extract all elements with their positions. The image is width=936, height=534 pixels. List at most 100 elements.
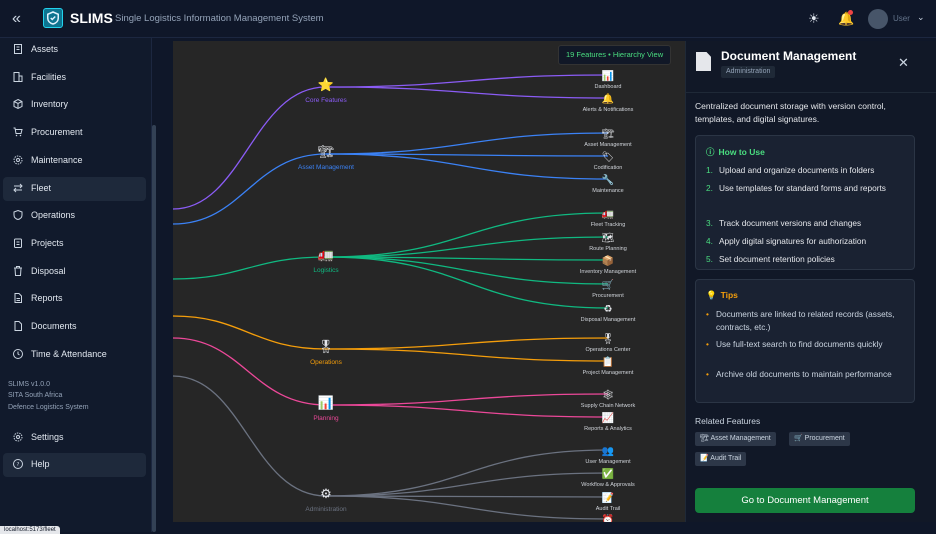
leaf-node-label[interactable]: Project Management xyxy=(583,370,634,376)
theme-toggle-icon[interactable]: ☀ xyxy=(808,11,820,26)
group-node-label[interactable]: Planning xyxy=(313,415,339,422)
leaf-node-icon[interactable]: ♻ xyxy=(604,304,613,315)
leaf-node-icon[interactable]: 📦 xyxy=(602,254,614,267)
panel-title: Document Management xyxy=(721,49,857,63)
group-node-label[interactable]: Operations xyxy=(310,359,343,366)
leaf-node-icon[interactable]: ✅ xyxy=(602,467,614,480)
clipboard-icon xyxy=(12,237,24,249)
related-chip-procurement[interactable]: 🛒 Procurement xyxy=(789,432,850,446)
group-node-label[interactable]: Administration xyxy=(305,506,347,513)
group-node-icon[interactable]: ⭐ xyxy=(318,77,334,93)
clock-icon xyxy=(12,348,24,360)
sidebar-item-assets[interactable]: Assets xyxy=(3,38,146,62)
leaf-node-label[interactable]: Reports & Analytics xyxy=(584,426,632,432)
sidebar-item-settings[interactable]: Settings xyxy=(3,426,146,450)
sidebar-item-procurement[interactable]: Procurement xyxy=(3,121,146,145)
group-node-icon[interactable]: 📊 xyxy=(318,395,334,411)
group-node-label[interactable]: Core Features xyxy=(305,97,347,104)
leaf-node-label[interactable]: Fleet Tracking xyxy=(591,222,626,228)
leaf-node-icon[interactable]: 🗺 xyxy=(602,232,615,244)
feature-description: Centralized document storage with versio… xyxy=(695,101,886,124)
leaf-node-label[interactable]: User Management xyxy=(585,459,631,465)
leaf-node-label[interactable]: Inventory Management xyxy=(580,269,637,275)
related-chip-asset-management[interactable]: 🏗 Asset Management xyxy=(695,432,776,446)
leaf-node-label[interactable]: Audit Trail xyxy=(596,506,620,512)
version-line: SITA South Africa xyxy=(8,392,63,399)
group-node-label[interactable]: Asset Management xyxy=(298,164,354,171)
group-node-icon[interactable]: 🏗 xyxy=(318,144,335,160)
sidebar-item-maintenance[interactable]: Maintenance xyxy=(3,149,146,173)
app-subtitle: Single Logistics Information Management … xyxy=(115,13,324,24)
sidebar-item-label: Operations xyxy=(31,210,76,221)
leaf-node-label[interactable]: Disposal Management xyxy=(581,317,636,323)
sidebar-item-facilities[interactable]: Facilities xyxy=(3,66,146,90)
leaf-node-icon[interactable]: 🎖 xyxy=(602,333,615,345)
leaf-node-icon[interactable]: 🔔 xyxy=(602,93,614,105)
sidebar-item-operations[interactable]: Operations xyxy=(3,204,146,228)
help-icon: ? xyxy=(12,458,24,470)
bullet: • xyxy=(706,369,709,379)
box-icon xyxy=(12,98,24,110)
leaf-node-icon[interactable]: 👥 xyxy=(602,446,614,457)
sidebar-item-time-attendance[interactable]: Time & Attendance xyxy=(3,343,146,367)
collapse-sidebar-icon[interactable]: « xyxy=(12,10,21,27)
leaf-link xyxy=(325,256,609,261)
leaf-node-label[interactable]: Workflow & Approvals xyxy=(581,482,635,488)
tips-heading: 💡Tips xyxy=(706,290,738,300)
leaf-node-label[interactable]: Codification xyxy=(594,165,623,171)
app-title: SLIMS xyxy=(70,10,113,26)
leaf-node-icon[interactable]: 📝 xyxy=(602,491,614,504)
close-icon[interactable]: ✕ xyxy=(898,55,909,70)
tip-text: Documents are linked to related records … xyxy=(716,309,895,332)
tip-item: • Documents are linked to related records… xyxy=(706,308,911,333)
leaf-node-label[interactable]: Route Planning xyxy=(589,246,627,252)
sidebar-item-reports[interactable]: Reports xyxy=(3,287,146,311)
leaf-node-label[interactable]: Asset Management xyxy=(584,142,632,148)
leaf-node-icon[interactable]: 📊 xyxy=(602,69,614,82)
chevron-down-icon[interactable]: ⌄ xyxy=(917,12,925,22)
sidebar-item-help[interactable]: ? Help xyxy=(3,453,146,477)
leaf-node-icon[interactable]: 🏗 xyxy=(602,128,615,140)
leaf-node-icon[interactable]: 📈 xyxy=(602,411,614,424)
sidebar-item-label: Assets xyxy=(31,44,59,54)
sidebar-scrollbar[interactable] xyxy=(152,125,156,532)
tip-item: •Use full-text search to find documents … xyxy=(706,338,911,351)
feature-hierarchy-canvas[interactable]: ⭐ Core Features 🏗 Asset Management 🚛 Logistic… xyxy=(173,41,685,522)
leaf-node-label[interactable]: Maintenance xyxy=(592,188,624,194)
leaf-node-icon[interactable]: 🕸 xyxy=(602,389,615,401)
sidebar-item-documents[interactable]: Documents xyxy=(3,315,146,339)
leaf-link xyxy=(325,212,609,258)
sidebar-item-fleet[interactable]: Fleet xyxy=(3,176,146,201)
sidebar-item-projects[interactable]: Projects xyxy=(3,232,146,256)
sidebar-item-inventory[interactable]: Inventory xyxy=(3,93,146,117)
leaf-node-icon[interactable]: 🔧 xyxy=(602,173,614,186)
leaf-node-label[interactable]: Alerts & Notifications xyxy=(583,107,634,113)
group-node-icon[interactable]: ⚙ xyxy=(320,487,332,502)
avatar[interactable] xyxy=(868,9,888,29)
leaf-node-label[interactable]: Supply Chain Network xyxy=(581,403,636,409)
user-name[interactable]: User xyxy=(893,14,910,23)
leaf-node-icon[interactable]: 🛒 xyxy=(602,278,614,291)
bullet: • xyxy=(706,309,709,319)
group-node-label[interactable]: Logistics xyxy=(313,267,339,274)
lightbulb-icon: 💡 xyxy=(706,290,717,300)
leaf-node-label[interactable]: Procurement xyxy=(592,293,624,299)
hierarchy-tree[interactable]: ⭐ Core Features 🏗 Asset Management 🚛 Logistic… xyxy=(173,41,685,522)
category-tag: Administration xyxy=(721,66,776,78)
leaf-node-label[interactable]: Operations Center xyxy=(586,347,631,353)
leaf-node-icon[interactable]: 🏷 xyxy=(602,151,615,163)
root-link xyxy=(173,315,327,350)
leaf-node-icon[interactable]: ⏰ xyxy=(602,513,614,522)
sidebar-item-label: Maintenance xyxy=(31,154,83,165)
bullet: • xyxy=(706,339,709,349)
sidebar-item-disposal[interactable]: Disposal xyxy=(3,260,146,284)
leaf-node-label[interactable]: Dashboard xyxy=(595,84,622,90)
go-to-feature-button[interactable]: Go to Document Management xyxy=(695,488,915,513)
sidebar-item-label: Reports xyxy=(31,293,63,304)
group-node-icon[interactable]: 🎖 xyxy=(318,339,335,355)
related-chip-audit-trail[interactable]: 📝 Audit Trail xyxy=(695,452,747,466)
group-node-icon[interactable]: 🚛 xyxy=(318,248,334,263)
leaf-node-icon[interactable]: 🚛 xyxy=(602,209,614,220)
tip-item: •Archive old documents to maintain perfo… xyxy=(706,368,911,381)
leaf-node-icon[interactable]: 📋 xyxy=(602,355,614,368)
